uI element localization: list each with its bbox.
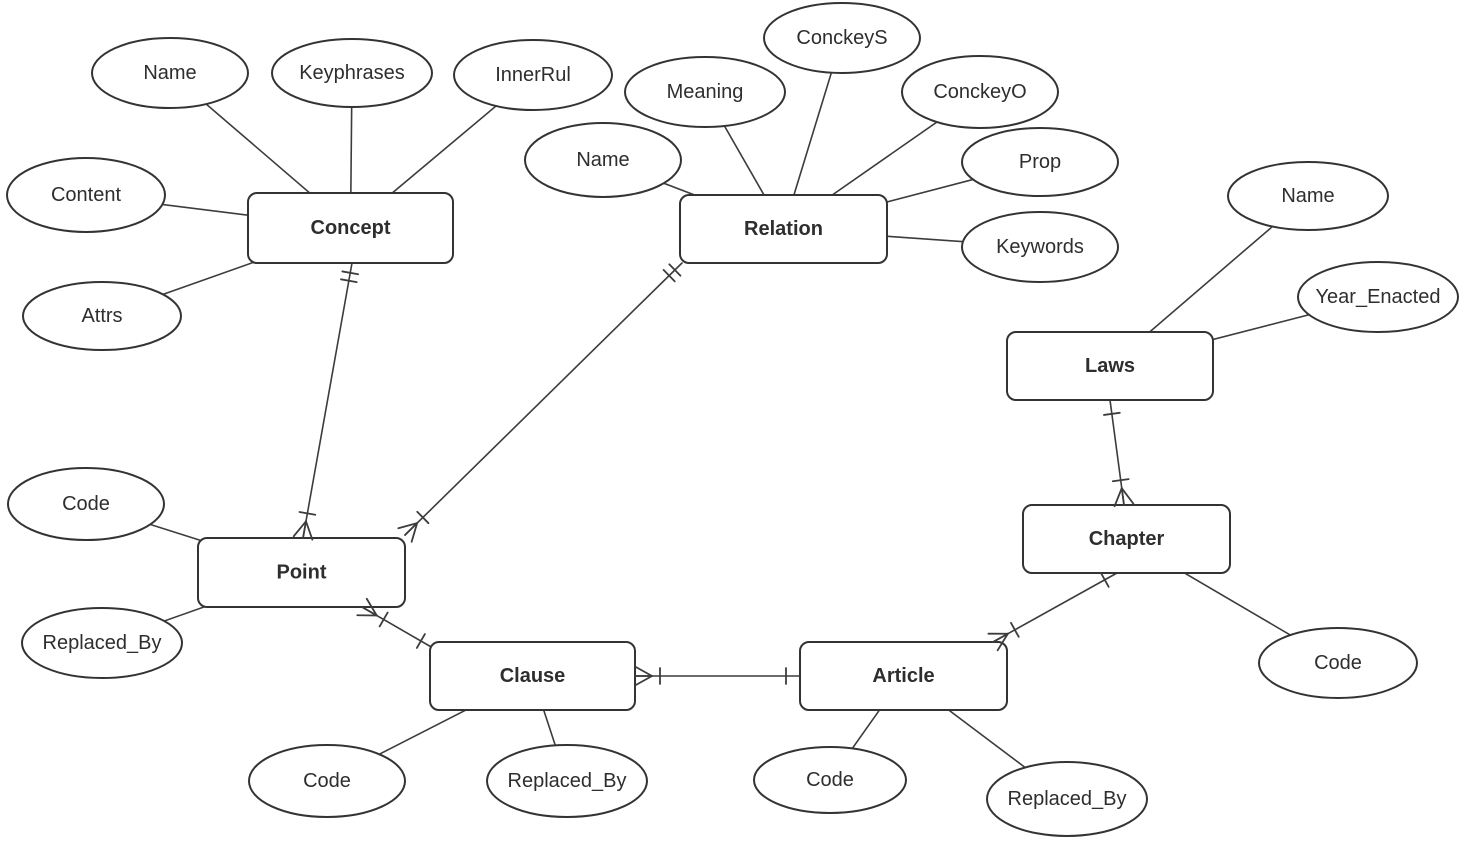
relationship-point-clause-tick (415, 633, 426, 649)
relationship-point-relation-crow (397, 522, 419, 530)
cardinality-one-marker (1103, 411, 1121, 416)
attribute-clause-code-label: Code (303, 770, 351, 792)
attribute-chapter-code-ellipse (1258, 627, 1418, 699)
attribute-concept-name-label: Name (143, 62, 196, 84)
entity-point-box (197, 537, 406, 608)
attribute-relation-conckeys-label: ConckeyS (796, 27, 887, 49)
relationship-laws-chapter-crow (1120, 487, 1135, 505)
entity-relation-label: Relation (744, 218, 823, 240)
relationship-clause-article-crow (634, 675, 653, 687)
attribute-relation-name-ellipse (524, 122, 682, 198)
attribute-clause-replaced-by-ellipse (486, 744, 648, 818)
relationship-concept-point-crow (305, 520, 314, 541)
relationship-concept-point-line (302, 262, 353, 539)
attribute-concept-content-ellipse (6, 157, 166, 233)
attribute-concept-name-ellipse (91, 37, 249, 109)
cardinality-one-or-many-marker (292, 511, 317, 541)
attribute-concept-attrs-ellipse (22, 281, 182, 351)
attribute-relation-meaning-ellipse (624, 56, 786, 128)
cardinality-one-or-many-marker (634, 665, 661, 687)
cardinality-one-or-many-marker (356, 597, 389, 628)
relationship-concept-point-crow (302, 520, 307, 539)
attribute-article-replaced-by-ellipse (986, 761, 1148, 837)
relationship-point-clause-tick (378, 611, 389, 628)
attribute-concept-innerrul-ellipse (453, 39, 613, 111)
attribute-concept-innerrul-label: InnerRul (495, 64, 571, 86)
attribute-article-code-ellipse (753, 746, 907, 814)
entity-article-label: Article (872, 665, 934, 687)
entity-relation-box (679, 194, 888, 264)
relationship-point-relation-line (404, 262, 683, 536)
relationship-clause-article-crow (634, 665, 653, 677)
attribute-laws-year-enacted-ellipse (1297, 261, 1459, 333)
relationship-point-relation-tick (416, 510, 430, 525)
relationship-point-relation-crow (410, 522, 419, 543)
cardinality-one-or-many-marker (1111, 478, 1135, 508)
attribute-concept-keyphrases-ellipse (271, 38, 433, 108)
entity-clause-label: Clause (500, 665, 566, 687)
attribute-laws-year-enacted-label: Year_Enacted (1316, 286, 1441, 308)
attribute-relation-conckeys-ellipse (763, 2, 921, 74)
entity-chapter-label: Chapter (1089, 528, 1165, 550)
relationship-point-relation-tick (668, 263, 682, 277)
cardinality-one-and-only-one-marker (340, 270, 360, 284)
relationship-concept-point-tick (341, 270, 360, 276)
relationship-chapter-article-crow (992, 632, 1009, 643)
attribute-relation-prop-ellipse (961, 127, 1119, 197)
attribute-chapter-code-label: Code (1314, 652, 1362, 674)
relationship-concept-point-tick (298, 511, 317, 516)
attribute-relation-keywords-ellipse (961, 211, 1119, 283)
attribute-concept-attrs-label: Attrs (81, 305, 122, 327)
relationship-concept-point-tick (340, 278, 358, 284)
cardinality-one-and-only-one-marker (662, 263, 682, 283)
entity-concept-box (247, 192, 454, 264)
relationship-concept-point-crow (292, 520, 307, 538)
entity-laws-label: Laws (1085, 355, 1135, 377)
attribute-relation-conckeyo-ellipse (901, 55, 1059, 129)
attribute-relation-keywords-label: Keywords (996, 236, 1084, 258)
attribute-laws-name-ellipse (1227, 161, 1389, 231)
attribute-clause-replaced-by-label: Replaced_By (508, 770, 627, 792)
attribute-relation-meaning-label: Meaning (667, 81, 744, 103)
entity-article-box (799, 641, 1008, 711)
cardinality-one-marker (415, 633, 426, 649)
attribute-point-replaced-by-ellipse (21, 607, 183, 679)
attribute-concept-keyphrases-label: Keyphrases (299, 62, 405, 84)
relationship-laws-chapter-crow (1113, 487, 1123, 508)
connector-lines (85, 37, 1379, 800)
attribute-point-replaced-by-label: Replaced_By (43, 632, 162, 654)
relationship-chapter-article-crow (996, 632, 1009, 652)
attribute-relation-conckeyo-label: ConckeyO (933, 81, 1026, 103)
relationship-point-clause-crow (361, 606, 378, 617)
relationship-chapter-article-tick (1099, 571, 1110, 588)
relationship-chapter-article-tick (1010, 621, 1020, 638)
attribute-point-code-label: Code (62, 493, 110, 515)
relationship-point-relation-tick (662, 269, 676, 283)
entity-chapter-box (1022, 504, 1231, 574)
attribute-relation-name-label: Name (576, 149, 629, 171)
relationship-chapter-article-line (992, 572, 1118, 643)
entity-laws-box (1006, 331, 1214, 401)
attribute-clause-code-ellipse (248, 744, 406, 818)
attribute-concept-content-label: Content (51, 184, 121, 206)
cardinality-one-marker (1099, 571, 1110, 588)
entity-concept-label: Concept (311, 217, 391, 239)
attribute-relation-prop-label: Prop (1019, 151, 1061, 173)
relationship-point-relation-crow (404, 522, 419, 536)
attribute-point-code-ellipse (7, 467, 165, 541)
cardinality-markers (292, 263, 1135, 687)
entity-point-label: Point (277, 562, 327, 584)
cardinality-one-or-many-marker (397, 510, 430, 543)
relationship-point-clause-crow (365, 597, 378, 617)
cardinality-one-or-many-marker (987, 621, 1020, 652)
relationship-laws-chapter-tick (1111, 478, 1130, 483)
attribute-laws-name-label: Name (1281, 185, 1334, 207)
attribute-article-replaced-by-label: Replaced_By (1008, 788, 1127, 810)
relationship-laws-chapter-crow (1120, 487, 1125, 506)
attribute-article-code-label: Code (806, 769, 854, 791)
relationship-laws-chapter-tick (1103, 411, 1121, 416)
